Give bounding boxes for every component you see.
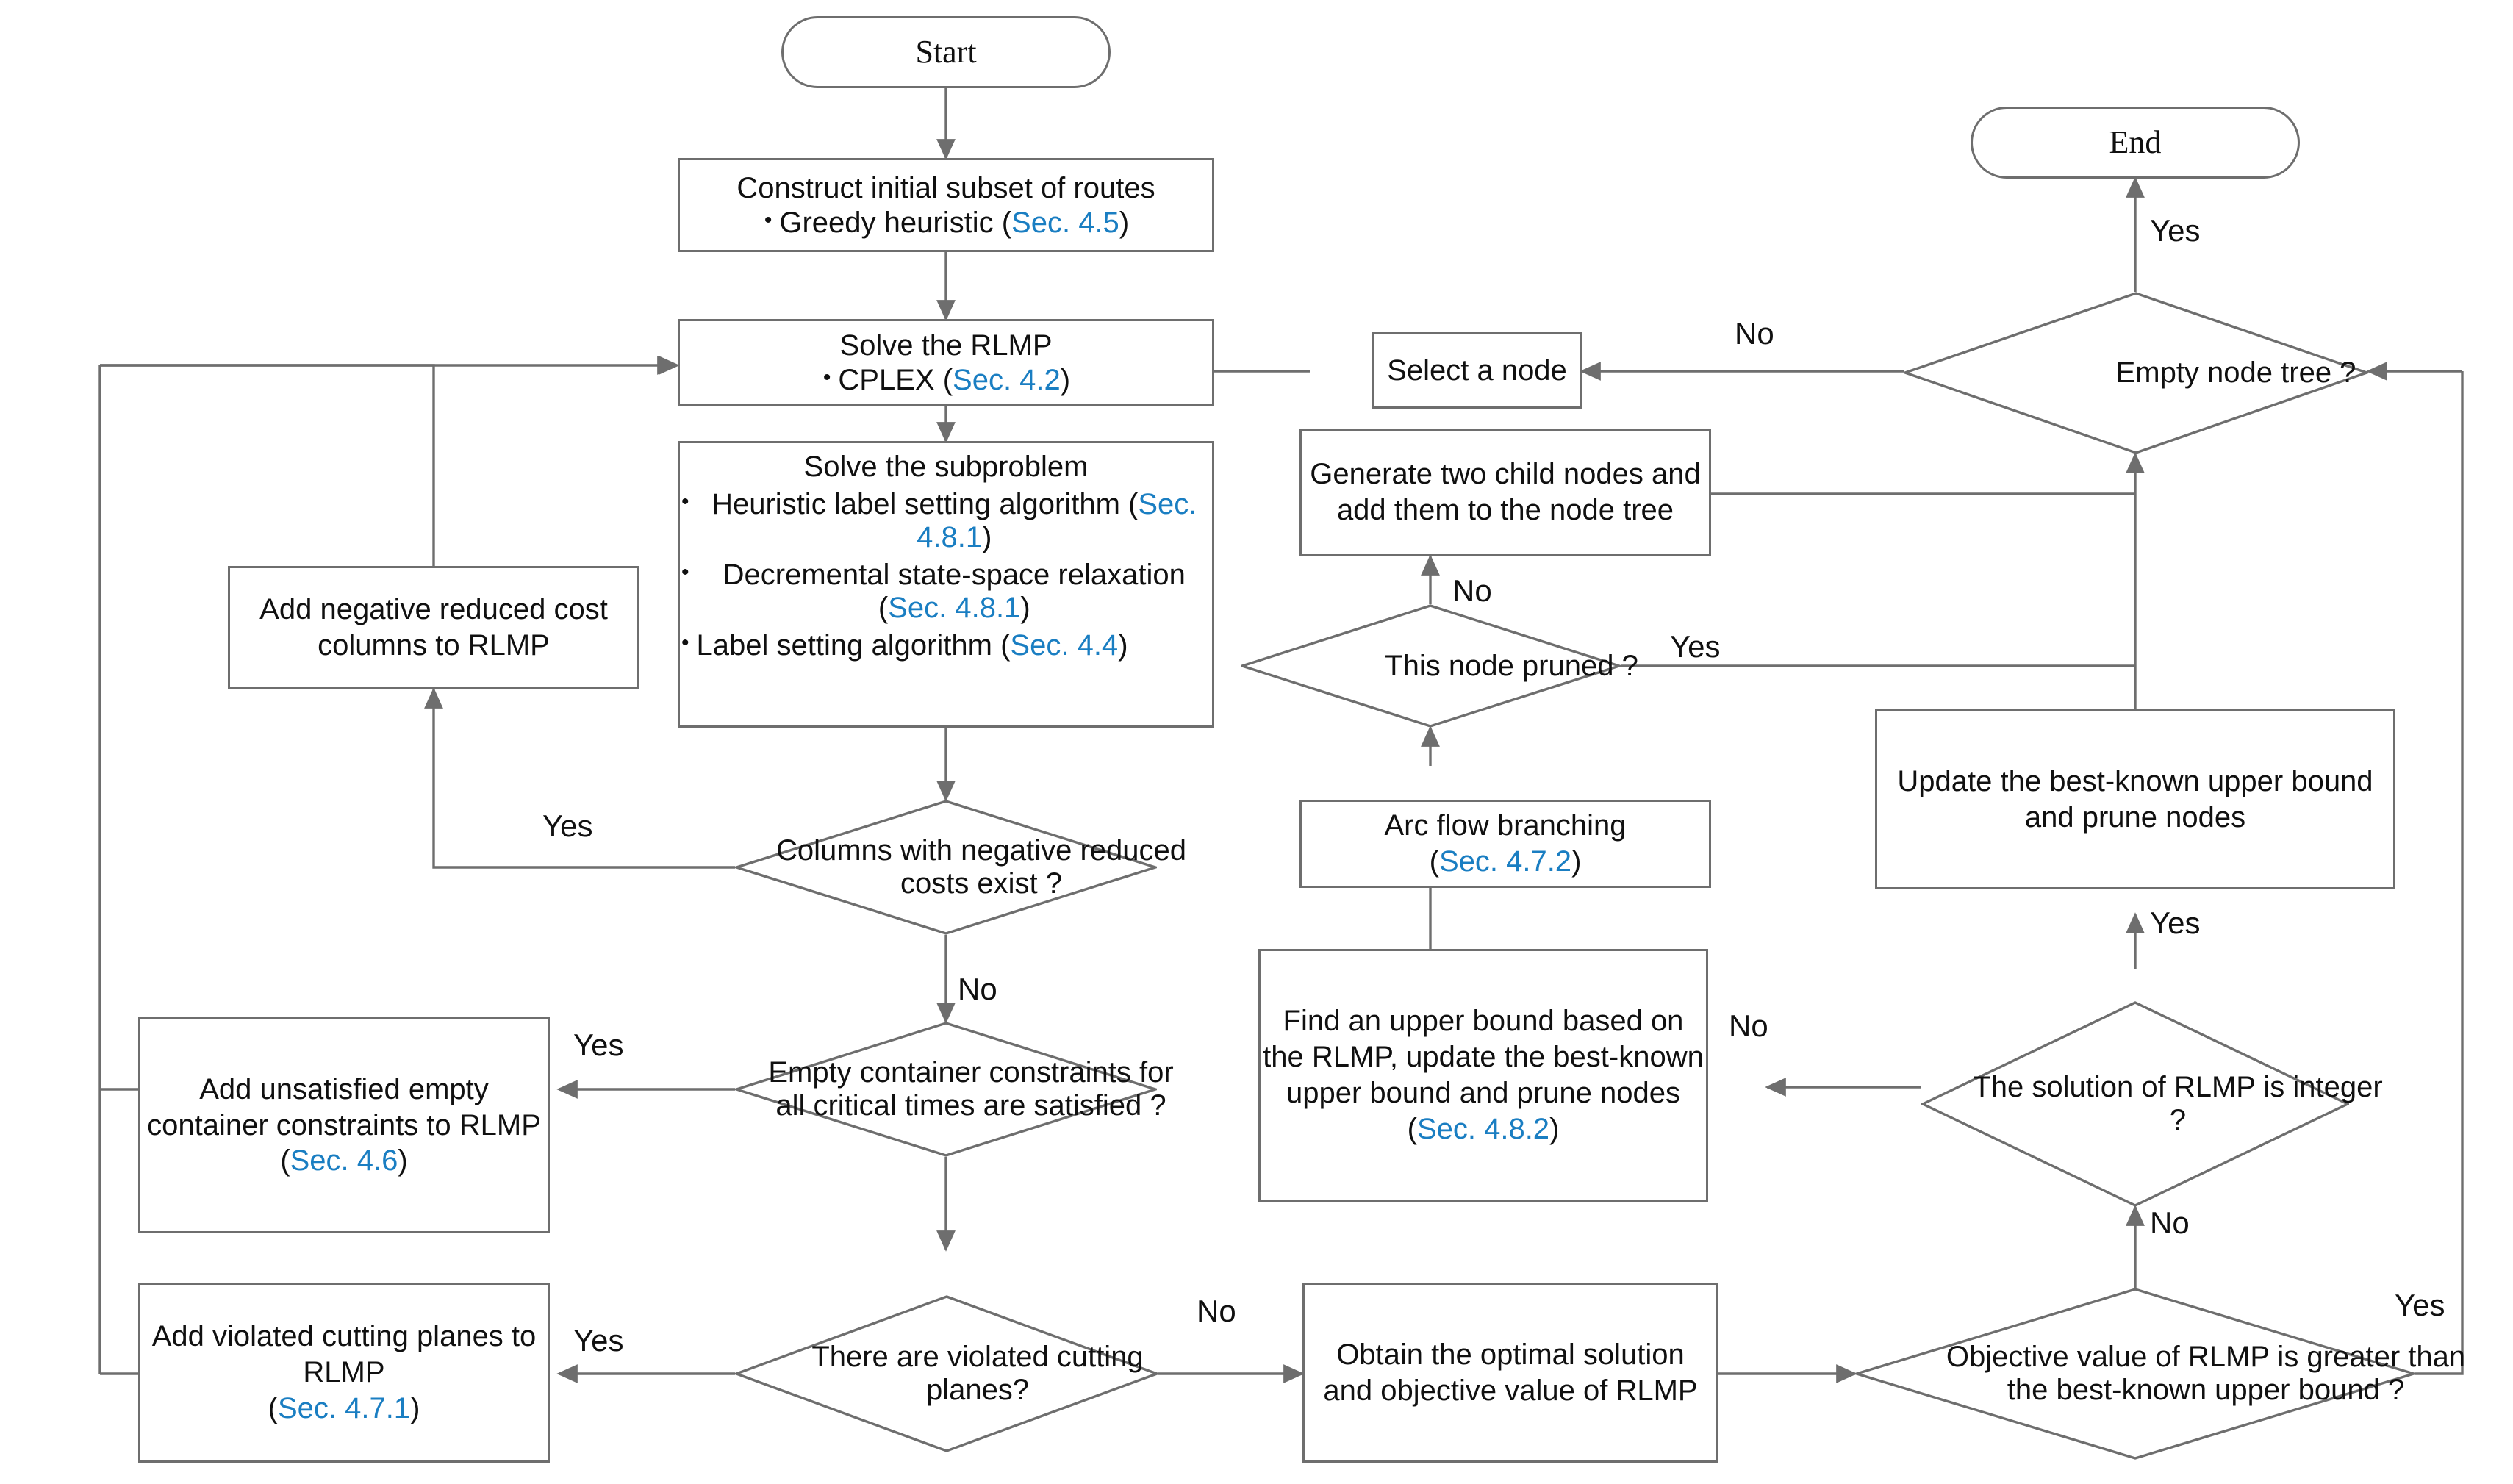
node-select-node-label: Select a node [1387,354,1567,387]
edge-label-objective-yes: Yes [2395,1288,2445,1322]
bullet-dot-icon: • [681,489,689,514]
edge-label-pruned-yes: Yes [1670,629,1721,664]
edge-label-node-tree-yes: Yes [2150,213,2201,248]
bullet-dot-icon: • [764,207,772,232]
bullet-dot-icon: • [822,365,831,390]
node-solve-subproblem-title: Solve the subproblem [803,451,1089,483]
decision-empty-node-tree[interactable]: Empty node tree ? [1904,292,2368,454]
node-arc-flow-branching-label: Arc flow branching [1384,809,1627,842]
edge-label-node-tree-no: No [1735,316,1774,351]
node-add-columns-label: Add negative reduced cost columns to RLM… [259,593,608,662]
edge-label-objective-no: No [2150,1205,2190,1240]
decision-integer-label: The solution of RLMP is integer ? [1973,1071,2383,1136]
node-add-empty-container-label: Add unsatisfied empty container constrai… [147,1072,541,1141]
node-construct-bullet-0: Greedy heuristic (Sec. 4.5) [779,206,1130,239]
node-add-empty-container-constraints[interactable]: Add unsatisfied empty container constrai… [138,1017,550,1233]
node-end[interactable]: End [1971,107,2300,179]
node-add-empty-container-section: (Sec. 4.6) [280,1144,408,1177]
node-solve-rlmp-title: Solve the RLMP [839,329,1053,362]
edge-label-integer-no: No [1729,1008,1768,1043]
node-update-best-known-label: Update the best-known upper bound and pr… [1897,764,2373,834]
node-solve-rlmp-bullet-0: CPLEX (Sec. 4.2) [838,363,1071,396]
decision-solution-is-integer[interactable]: The solution of RLMP is integer ? [1921,1001,2383,1207]
node-arc-flow-branching[interactable]: Arc flow branching (Sec. 4.7.2) [1299,800,1711,888]
edge-label-cutting-planes-no: No [1197,1294,1236,1328]
node-find-upper-bound-section: (Sec. 4.8.2) [1407,1112,1560,1145]
decision-cutting-planes-label: There are violated cutting planes? [811,1341,1144,1406]
decision-empty-node-tree-label: Empty node tree ? [2115,356,2356,389]
decision-objective-value-label: Objective value of RLMP is greater than … [1946,1341,2466,1406]
node-solve-rlmp-bullets: • CPLEX (Sec. 4.2) [680,364,1212,397]
node-solve-rlmp[interactable]: Solve the RLMP • CPLEX (Sec. 4.2) [678,319,1214,406]
node-obtain-optimal-solution[interactable]: Obtain the optimal solution and objectiv… [1302,1283,1718,1463]
decision-violated-cutting-planes[interactable]: There are violated cutting planes? [735,1295,1158,1452]
node-find-upper-bound-label: Find an upper bound based on the RLMP, u… [1263,1005,1704,1109]
edge-label-empty-container-yes: Yes [573,1028,624,1062]
node-find-upper-bound[interactable]: Find an upper bound based on the RLMP, u… [1258,949,1708,1202]
node-add-cutting-planes-section: (Sec. 4.7.1) [268,1391,420,1424]
node-construct-title: Construct initial subset of routes [736,172,1155,205]
node-start[interactable]: Start [781,16,1111,88]
decision-columns-label: Columns with negative reduced costs exis… [775,834,1187,900]
edge-label-pruned-no: No [1452,573,1492,608]
bullet-dot-icon: • [681,559,689,584]
node-update-best-known-bound[interactable]: Update the best-known upper bound and pr… [1875,709,2395,889]
node-generate-children-label: Generate two child nodes and add them to… [1310,458,1701,526]
edge-label-columns-no: No [958,972,997,1006]
node-solve-subproblem-bullet-2: Label setting algorithm (Sec. 4.4) [696,628,1128,662]
node-solve-subproblem-bullet-1: Decremental state-space relaxation (Sec.… [723,558,1186,624]
bullet-dot-icon: • [681,630,689,655]
edge-label-cutting-planes-yes: Yes [573,1323,624,1358]
decision-objective-value-vs-upper-bound[interactable]: Objective value of RLMP is greater than … [1855,1288,2465,1460]
node-construct-initial-routes[interactable]: Construct initial subset of routes • Gre… [678,158,1214,252]
decision-empty-container-label: Empty container constraints for all crit… [768,1056,1174,1122]
node-construct-bullets: • Greedy heuristic (Sec. 4.5) [680,207,1212,240]
node-arc-flow-branching-section: (Sec. 4.7.2) [1429,845,1582,878]
node-solve-subproblem-bullets: • Heuristic label setting algorithm (Sec… [680,488,1212,662]
node-generate-child-nodes[interactable]: Generate two child nodes and add them to… [1299,429,1711,556]
edge-label-integer-yes: Yes [2150,906,2201,940]
node-add-violated-cutting-planes[interactable]: Add violated cutting planes to RLMP (Sec… [138,1283,550,1463]
decision-this-node-pruned[interactable]: This node pruned ? [1241,604,1638,728]
node-solve-subproblem-bullet-0: Heuristic label setting algorithm (Sec. … [711,487,1197,553]
decision-empty-container-constraints[interactable]: Empty container constraints for all crit… [735,1022,1174,1157]
node-add-cutting-planes-label: Add violated cutting planes to RLMP [151,1320,537,1389]
node-obtain-optimal-label: Obtain the optimal solution and objectiv… [1323,1338,1698,1407]
node-solve-subproblem[interactable]: Solve the subproblem • Heuristic label s… [678,441,1214,728]
node-end-label: End [2109,124,2162,161]
decision-node-pruned-label: This node pruned ? [1385,649,1638,682]
decision-columns-negative-reduced-costs[interactable]: Columns with negative reduced costs exis… [735,800,1186,935]
node-add-negative-reduced-cost-columns[interactable]: Add negative reduced cost columns to RLM… [228,566,639,689]
edge-label-columns-yes: Yes [542,809,593,843]
node-select-a-node[interactable]: Select a node [1372,332,1582,409]
node-start-label: Start [915,34,977,71]
